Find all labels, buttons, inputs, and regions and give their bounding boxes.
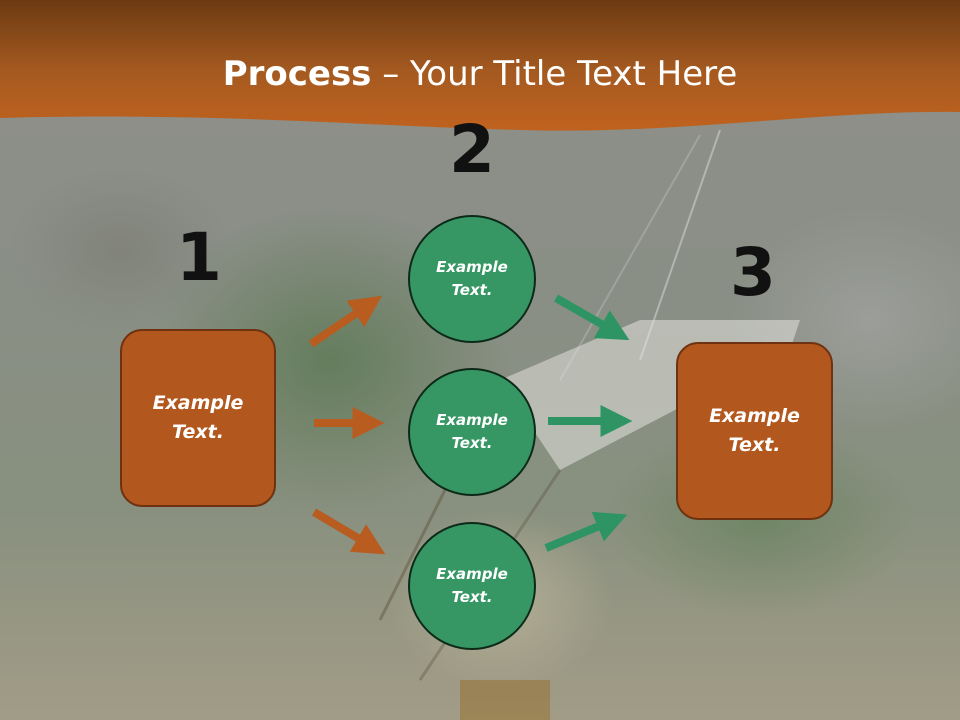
circle-top-text: Example Text. xyxy=(436,258,508,299)
slide-title: Process – Your Title Text Here xyxy=(0,52,960,96)
title-bold-part: Process xyxy=(222,54,372,94)
circle-bottom-text: Example Text. xyxy=(436,565,508,606)
process-circle-middle: Example Text. xyxy=(408,368,536,496)
arrow-top-to-right xyxy=(554,294,630,341)
process-circle-top: Example Text. xyxy=(408,215,536,343)
step-number-1: 1 xyxy=(176,219,222,296)
process-circle-bottom: Example Text. xyxy=(408,522,536,650)
step-number-3: 3 xyxy=(730,234,776,311)
process-box-left: Example Text. xyxy=(120,329,276,507)
arrow-left-to-bottom xyxy=(311,508,386,555)
box-left-text: Example Text. xyxy=(152,392,244,443)
arrow-left-to-top xyxy=(308,295,382,348)
box-right-text: Example Text. xyxy=(709,405,800,456)
process-box-right: Example Text. xyxy=(676,342,833,520)
step-number-2: 2 xyxy=(449,111,495,188)
circle-middle-text: Example Text. xyxy=(436,411,508,452)
arrow-bottom-to-right xyxy=(544,511,628,552)
title-rest-part: – Your Title Text Here xyxy=(371,54,738,94)
header-band xyxy=(0,0,960,131)
